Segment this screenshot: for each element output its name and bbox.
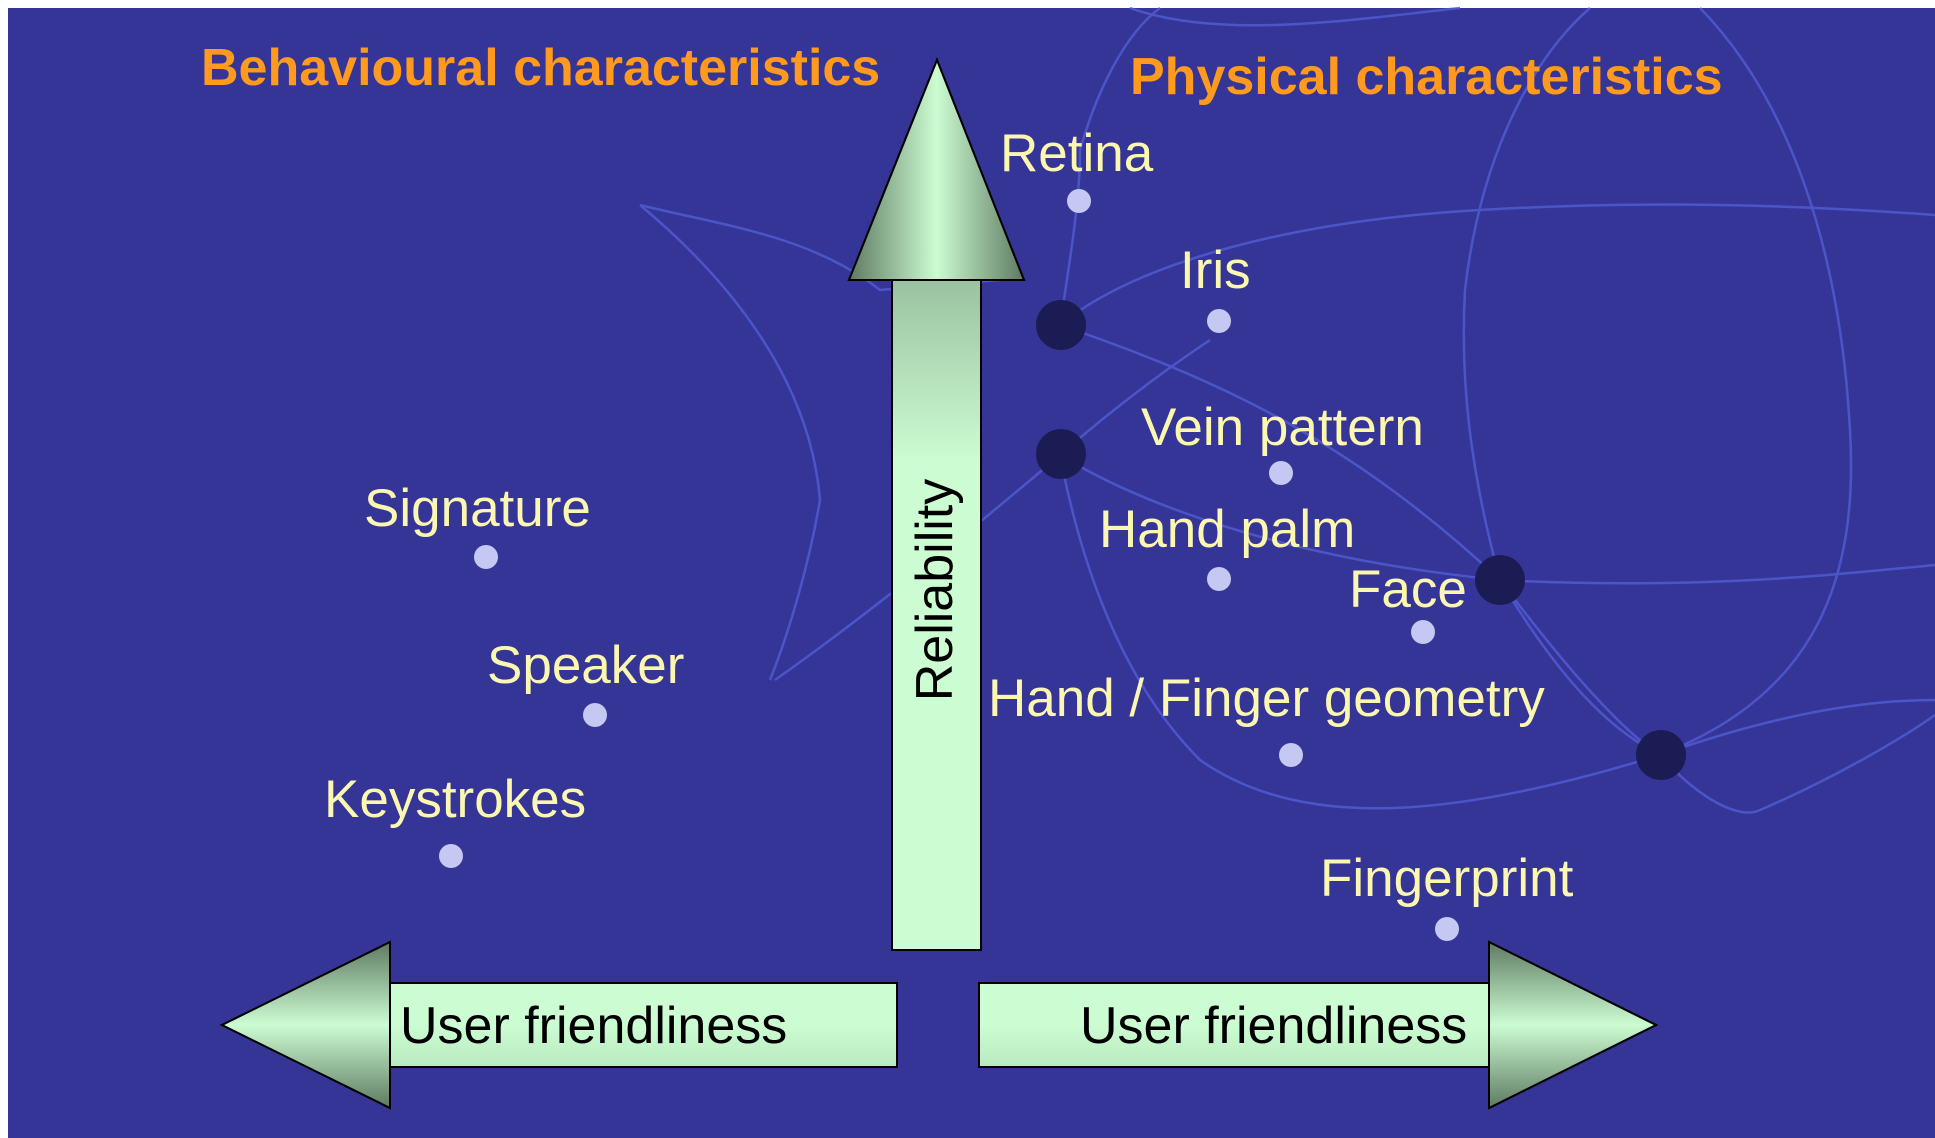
vertical-arrow-head-shade — [847, 57, 1026, 281]
face-marker — [1411, 620, 1435, 644]
signature-label: Signature — [364, 479, 591, 538]
fingerprint-label: Fingerprint — [1320, 849, 1574, 908]
speaker-marker — [583, 703, 607, 727]
vein-pattern-label: Vein pattern — [1141, 398, 1424, 457]
physical-heading: Physical characteristics — [1130, 48, 1723, 106]
iris-marker — [1207, 309, 1231, 333]
hand-palm-marker — [1207, 567, 1231, 591]
left-arrow-head-shade — [219, 940, 391, 1110]
decorative-nodes — [1036, 300, 1686, 780]
signature-marker — [474, 545, 498, 569]
retina-label: Retina — [1000, 124, 1154, 183]
vein-pattern-marker — [1269, 461, 1293, 485]
iris-label: Iris — [1180, 241, 1251, 300]
right-arrow-head-shade — [1488, 940, 1659, 1110]
face-label: Face — [1349, 560, 1467, 619]
behavioural-heading: Behavioural characteristics — [201, 39, 881, 97]
keystrokes-marker — [439, 844, 463, 868]
hand-palm-label: Hand palm — [1099, 500, 1356, 559]
retina-marker — [1067, 189, 1091, 213]
hand-finger-geometry-marker — [1279, 743, 1303, 767]
user-friendliness-left-label: User friendliness — [400, 997, 788, 1055]
reliability-label: Reliability — [906, 478, 964, 702]
user-friendliness-right-label: User friendliness — [1080, 997, 1468, 1055]
fingerprint-marker — [1435, 917, 1459, 941]
keystrokes-label: Keystrokes — [324, 770, 587, 829]
speaker-label: Speaker — [487, 636, 685, 695]
hand-finger-geometry-label: Hand / Finger geometry — [988, 669, 1545, 728]
